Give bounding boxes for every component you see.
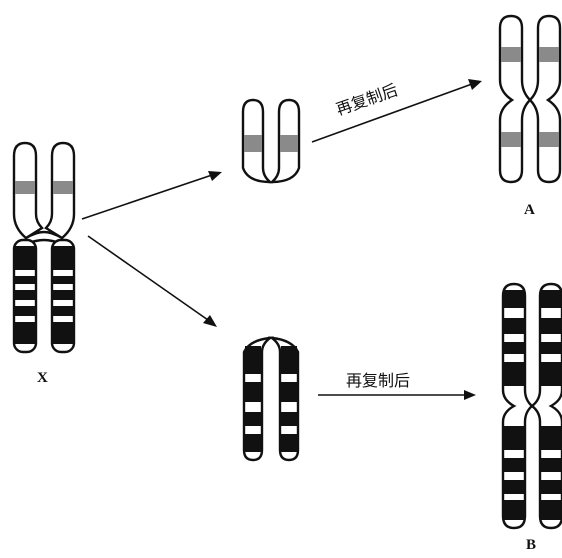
arrow-x-to-lower [87,235,217,327]
chromosome-a-right-chromatid [528,14,562,184]
chromosome-b-dark-band [504,362,524,386]
chromosome-a-grey-band-lower-left [501,132,521,147]
chromosome-x-dark-band [53,276,73,284]
lower-fragment-dark-band [281,346,297,374]
chromosome-b-dark-band [541,290,561,308]
chromosome-b [501,282,562,530]
chromosome-a-left-chromatid [498,14,532,184]
upper-fragment-grey-band-right [280,135,298,152]
chromosome-x-dark-band [53,290,73,300]
label-x: X [37,370,48,386]
lower-fragment-dark-band [281,434,297,452]
arrow-upper-to-a [311,79,482,143]
arrow-x-to-upper [81,171,222,220]
chromosome-a-grey-band-lower-right [539,132,559,147]
chromosome-b-dark-band [504,426,524,450]
chromosome-x-dark-band [15,276,35,284]
caption-lower-arrow: 再复制后 [346,371,411,390]
chromosome-b-dark-band [541,342,561,354]
chromosome-b-dark-band [541,480,561,494]
lower-fragment [242,336,300,462]
chromosome-b-dark-band [504,318,524,334]
chromosome-b-dark-band [504,480,524,494]
chromosome-x-dark-band [15,290,35,300]
chromosome-x-grey-band-right [53,181,73,194]
upper-fragment-grey-band-left [244,135,262,152]
chromosome-x-grey-band-left [15,181,35,194]
chromosome-b-dark-band [504,290,524,308]
arrow-lower-to-b [318,390,476,400]
chromosome-a [498,14,562,184]
chromosome-x-dark-band [15,322,35,344]
chromosome-b-dark-band [541,458,561,472]
chromosome-b-dark-band [504,342,524,354]
lower-fragment-dark-band [281,412,297,426]
chromosome-a-grey-band-upper-right [539,47,559,62]
chromosome-x-dark-band [53,246,73,270]
chromosome-a-grey-band-upper-left [501,47,521,62]
chromosome-b-dark-band [504,500,524,520]
lower-fragment-dark-band [245,412,261,426]
upper-fragment [241,98,301,184]
lower-fragment-dark-band [245,346,261,374]
label-a: A [524,202,535,218]
chromosome-b-dark-band [541,426,561,450]
chromosome-x-dark-band [53,306,73,316]
chromosome-b-dark-band [504,458,524,472]
chromosome-b-dark-band [541,362,561,386]
chromosome-x [12,141,76,354]
lower-fragment-dark-band [245,382,261,402]
label-b: B [526,537,537,553]
lower-fragment-dark-band [245,434,261,452]
lower-fragment-dark-band [281,382,297,402]
chromosome-b-dark-band [541,318,561,334]
chromosome-b-dark-band [541,500,561,520]
chromosome-x-dark-band [53,322,73,344]
chromosome-x-dark-band [15,246,35,270]
chromosome-x-dark-band [15,306,35,316]
